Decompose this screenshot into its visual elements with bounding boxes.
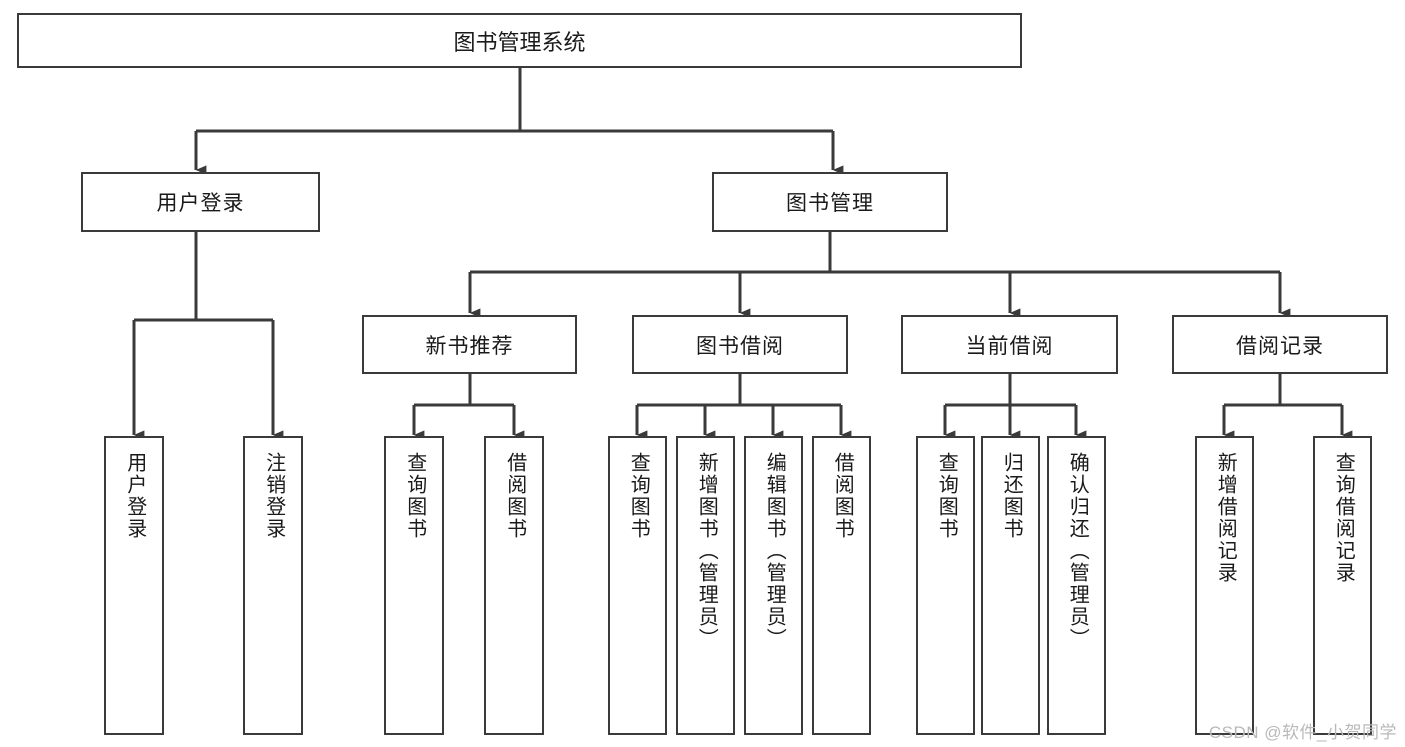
leaf-label: 查询图书: [935, 452, 958, 540]
node-root[interactable]: 图书管理系统: [17, 13, 1022, 68]
leaf-borrow-record-add[interactable]: 新增借阅记录: [1195, 436, 1254, 735]
leaf-label: 确认归还（管理员）: [1066, 452, 1089, 650]
leaf-book-borrow-query[interactable]: 查询图书: [608, 436, 667, 735]
node-book-management-label: 图书管理: [786, 192, 874, 215]
leaf-book-borrow-borrow[interactable]: 借阅图书: [812, 436, 871, 735]
leaf-label: 借阅图书: [831, 452, 854, 540]
leaf-user-login-logout[interactable]: 注销登录: [243, 436, 303, 735]
leaf-user-login-login[interactable]: 用户登录: [104, 436, 164, 735]
node-root-label: 图书管理系统: [453, 29, 586, 55]
node-user-login[interactable]: 用户登录: [81, 172, 320, 232]
leaf-book-borrow-edit[interactable]: 编辑图书（管理员）: [744, 436, 803, 735]
leaf-label: 借阅图书: [503, 452, 526, 540]
leaf-label: 查询图书: [627, 452, 650, 540]
leaf-borrow-record-query[interactable]: 查询借阅记录: [1313, 436, 1372, 735]
leaf-book-borrow-add[interactable]: 新增图书（管理员）: [676, 436, 735, 735]
leaf-label: 查询图书: [403, 452, 426, 540]
leaf-current-borrow-confirm-return[interactable]: 确认归还（管理员）: [1047, 436, 1106, 735]
watermark: CSDN @软件_小贺同学: [1208, 723, 1397, 742]
leaf-current-borrow-query[interactable]: 查询图书: [916, 436, 975, 735]
leaf-new-book-query[interactable]: 查询图书: [384, 436, 444, 735]
leaf-label: 新增借阅记录: [1214, 452, 1237, 584]
node-current-borrow[interactable]: 当前借阅: [901, 315, 1118, 374]
node-borrow-record-label: 借阅记录: [1236, 334, 1324, 358]
leaf-label: 归还图书: [1000, 452, 1023, 540]
leaf-label: 查询借阅记录: [1332, 452, 1355, 584]
leaf-label: 注销登录: [262, 452, 285, 540]
node-book-management[interactable]: 图书管理: [712, 172, 948, 232]
node-borrow-record[interactable]: 借阅记录: [1172, 315, 1388, 374]
node-book-borrow-label: 图书借阅: [696, 334, 784, 358]
node-book-borrow[interactable]: 图书借阅: [632, 315, 848, 374]
node-new-book-recommend[interactable]: 新书推荐: [362, 315, 577, 374]
leaf-new-book-borrow[interactable]: 借阅图书: [484, 436, 544, 735]
leaf-current-borrow-return[interactable]: 归还图书: [981, 436, 1040, 735]
leaf-label: 编辑图书（管理员）: [763, 452, 786, 650]
node-new-book-recommend-label: 新书推荐: [425, 334, 514, 358]
node-current-borrow-label: 当前借阅: [965, 334, 1054, 358]
leaf-label: 用户登录: [123, 452, 146, 540]
node-user-login-label: 用户登录: [156, 192, 245, 215]
leaf-label: 新增图书（管理员）: [695, 452, 718, 650]
